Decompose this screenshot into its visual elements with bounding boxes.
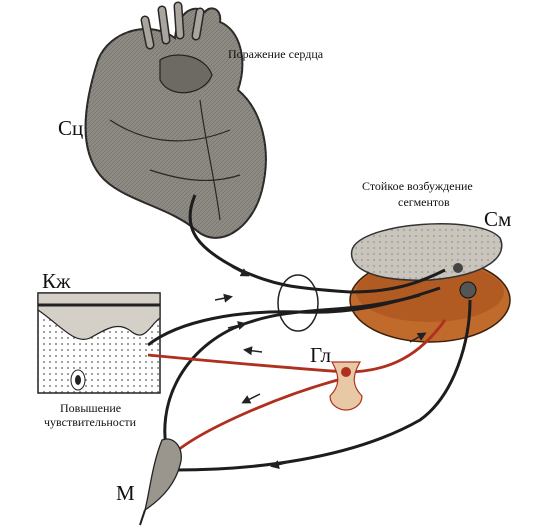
segment-caption-line1: Стойкое возбуждение [362, 179, 473, 193]
ganglion [329, 361, 363, 411]
heart-caption: Поражение сердца [228, 47, 324, 61]
skin-caption-line2: чувствительности [44, 415, 137, 429]
label-muscle: М [116, 481, 135, 505]
label-skin: Кж [42, 269, 71, 293]
muscle [139, 438, 182, 526]
label-ganglion: Гл [310, 343, 331, 367]
heart-illustration [84, 1, 267, 239]
label-segment: См [484, 207, 511, 231]
skin-caption-line1: Повышение [60, 401, 121, 415]
label-heart: Сц [58, 116, 83, 140]
skin-section [37, 292, 161, 394]
signal-arrows [214, 266, 427, 470]
spinal-cord-segment [349, 223, 511, 343]
efferent-nerves [147, 319, 447, 457]
afferent-nerves [147, 194, 472, 472]
nerve-bundle-ring [277, 274, 319, 332]
segment-caption-line2: сегментов [398, 195, 450, 209]
